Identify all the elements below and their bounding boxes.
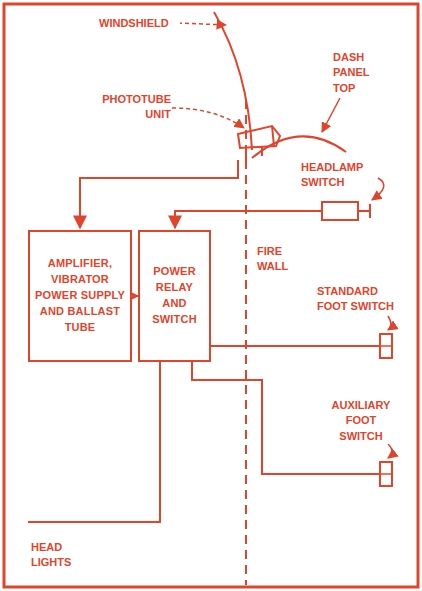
headlamp-switch [322,202,370,220]
leader-line [172,108,244,128]
part-label: AUXILIARY FOOT SWITCH [326,398,396,444]
wire [80,160,238,228]
phototube-unit [238,126,280,160]
switch-detail [380,345,392,347]
relay-box: POWER RELAY AND SWITCH [138,230,211,362]
part-label: DASH PANEL TOP [332,50,384,96]
auxiliary-foot-switch [380,462,392,486]
leader-line [178,23,226,25]
frame [4,4,418,587]
windshield [214,12,252,150]
box-label: AMPLIFIER, VIBRATOR POWER SUPPLY AND BAL… [34,256,126,336]
wire [211,345,380,347]
part-label: WINDSHIELD [98,16,180,31]
part-label: FIRE WALL [256,244,302,275]
wire [28,362,160,522]
leader-line [388,316,391,330]
part-label: PHOTOTUBE UNIT [88,92,172,123]
fire-wall [245,100,247,585]
part-label: HEAD LIGHTS [30,540,82,571]
part-label: STANDARD FOOT SWITCH [316,284,402,315]
wire [175,211,322,228]
standard-foot-switch [380,334,392,358]
leader-line [322,98,340,132]
part-label: HEADLAMP SWITCH [300,160,374,191]
leader-line [388,444,392,458]
amplifier-box: AMPLIFIER, VIBRATOR POWER SUPPLY AND BAL… [28,230,132,362]
switch-detail [380,473,392,475]
box-label: POWER RELAY AND SWITCH [144,264,205,328]
